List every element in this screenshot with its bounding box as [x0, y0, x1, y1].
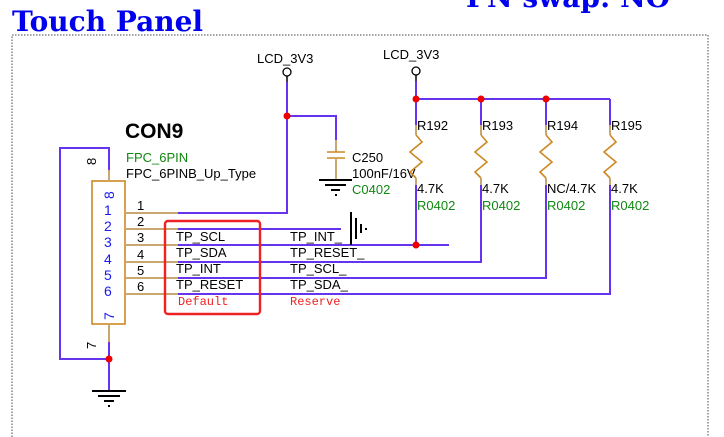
resistor-icon: [538, 134, 554, 179]
resistor-refdes: R195: [611, 118, 642, 133]
power-port-icon: [411, 66, 421, 76]
sheet-title: Touch Panel: [12, 5, 203, 38]
resistor-refdes: R193: [482, 118, 513, 133]
resistor-r195[interactable]: R195 4.7K R0402: [602, 118, 649, 213]
pin-number-outer: 3: [137, 230, 144, 245]
net-label: TP_RESET_: [290, 245, 365, 260]
resistor-value: 4.7K: [482, 181, 509, 196]
cap-footprint: C0402: [352, 182, 390, 197]
pin-7-inner: 7: [101, 312, 117, 320]
pin-7-outer: 7: [84, 342, 99, 349]
power-net-label: LCD_3V3: [257, 51, 313, 66]
default-note: Default: [178, 295, 228, 309]
ground-icon: [350, 212, 367, 245]
resistor-footprint: R0402: [417, 198, 455, 213]
pin-number-inner: 4: [104, 251, 112, 267]
reserve-note: Reserve: [290, 295, 340, 309]
junction-dot: [542, 95, 550, 103]
power-port-lcd3v3-1[interactable]: LCD_3V3: [257, 51, 313, 82]
junction-dot: [105, 355, 113, 363]
pin-number-inner: 1: [104, 202, 112, 218]
pin-number-outer: 6: [137, 279, 144, 294]
power-net-label: LCD_3V3: [383, 47, 439, 62]
ground-icon: [92, 390, 126, 407]
junction-dot: [412, 95, 420, 103]
resistor-refdes: R192: [417, 118, 448, 133]
net-label: TP_SDA_: [290, 277, 349, 292]
net-label: TP_RESET: [176, 277, 243, 292]
pin-number-outer: 5: [137, 263, 144, 278]
resistor-icon: [473, 134, 489, 179]
connector-part: FPC_6PINB_Up_Type: [126, 166, 256, 181]
junctions: [105, 95, 550, 363]
connector-value: FPC_6PIN: [126, 150, 188, 165]
ground-icon: [319, 179, 352, 196]
resistor-value: NC/4.7K: [547, 181, 596, 196]
resistor-icon: [602, 134, 618, 179]
default-signal-highlight: [163, 219, 262, 316]
net-label: TP_INT: [176, 261, 221, 276]
power-port-icon: [282, 67, 292, 77]
wire-lcd3v3-cap: [286, 82, 337, 140]
pin-number-outer: 2: [137, 214, 144, 229]
junction-dot: [477, 95, 485, 103]
pin-number-inner: 6: [104, 283, 112, 299]
resistor-footprint: R0402: [547, 198, 585, 213]
resistor-footprint: R0402: [611, 198, 649, 213]
net-label: TP_SDA: [176, 245, 227, 260]
default-signal-labels: TP_SCL TP_SDA TP_INT TP_RESET Default: [176, 229, 243, 309]
pin-8-inner: 8: [101, 191, 117, 199]
net-label: TP_INT_: [290, 229, 343, 244]
cap-value: 100nF/16V: [352, 166, 416, 181]
resistor-value: 4.7K: [611, 181, 638, 196]
pin-8-outer: 8: [84, 158, 99, 165]
junction-dot: [412, 241, 420, 249]
net-label: TP_SCL: [176, 229, 225, 244]
wire-shield-loop: [59, 147, 110, 360]
pin-number-inner: 3: [104, 234, 112, 250]
resistor-value: 4.7K: [417, 181, 444, 196]
pin-number-outer: 1: [137, 198, 144, 213]
connector-refdes: CON9: [125, 120, 183, 143]
sheet-border: [11, 34, 709, 437]
wire-pullup-rail: [415, 81, 610, 100]
resistor-r193[interactable]: R193 4.7K R0402: [473, 118, 520, 213]
resistor-footprint: R0402: [482, 198, 520, 213]
capacitor-c250[interactable]: C250 100nF/16V C0402: [319, 140, 416, 197]
junction-dot: [283, 112, 291, 120]
connector-con9[interactable]: CON9 FPC_6PIN FPC_6PINB_Up_Type 8 7 8 7 …: [59, 120, 256, 407]
net-label: TP_SCL_: [290, 261, 347, 276]
wire-r194-net: [178, 185, 547, 279]
resistor-refdes: R194: [547, 118, 578, 133]
wire-r193-net: [178, 185, 482, 263]
header-pn-swap: PN swap: NO: [466, 0, 670, 14]
pin-number-inner: 5: [104, 267, 112, 283]
pin-number-inner: 2: [104, 218, 112, 234]
cap-refdes: C250: [352, 150, 383, 165]
resistor-icon: [408, 134, 424, 179]
power-port-lcd3v3-2[interactable]: LCD_3V3: [383, 47, 439, 81]
wire-r195-net: [178, 185, 611, 295]
pin-number-outer: 4: [137, 247, 144, 262]
reserve-signal-labels: TP_INT_ TP_RESET_ TP_SCL_ TP_SDA_ Reserv…: [290, 229, 365, 309]
wire-con-pin1: [176, 116, 288, 214]
